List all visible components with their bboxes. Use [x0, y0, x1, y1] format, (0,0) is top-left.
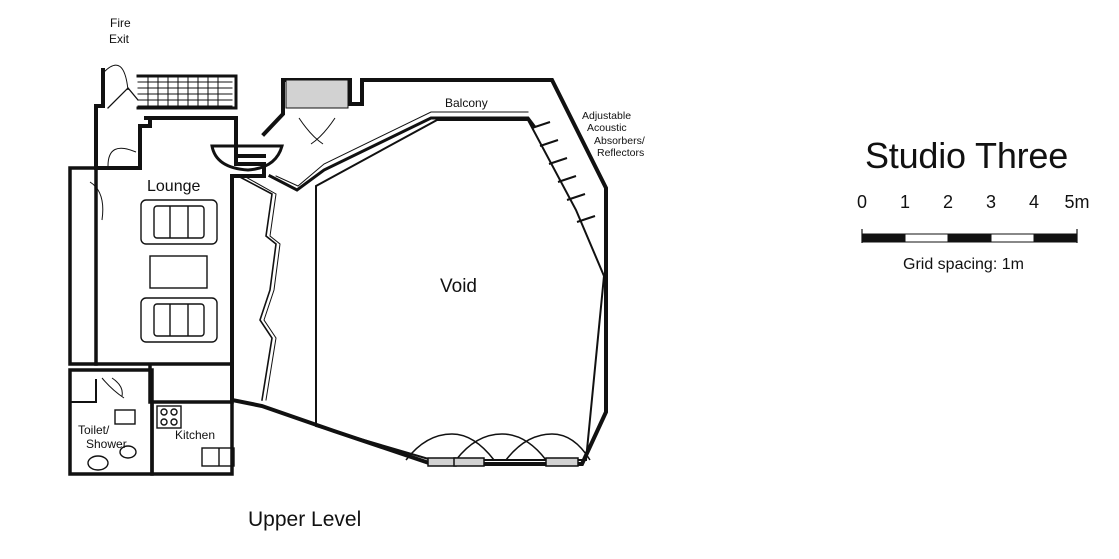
balcony-label: Balcony	[445, 96, 488, 110]
fire-exit-label-line1: Fire	[110, 16, 131, 30]
stair-enclosure	[136, 74, 238, 110]
balcony-rail	[267, 116, 537, 192]
bay-step-1	[427, 457, 457, 467]
balcony-rail-inner	[275, 111, 529, 187]
bay-step-2	[453, 457, 485, 467]
toilet-basin	[87, 455, 109, 471]
acoustic-panel-2	[539, 139, 559, 147]
stair-landing-lines	[107, 87, 139, 109]
inner-corridor	[94, 116, 266, 178]
bay-arc-3	[505, 433, 591, 461]
scale-label-3: 3	[985, 192, 996, 212]
toilet-inner-wall	[69, 379, 97, 403]
stage-bowl	[210, 144, 284, 172]
kitchen-stove	[156, 405, 182, 429]
landing-area	[285, 79, 349, 109]
zigzag-divider-inner	[243, 175, 281, 401]
stove-ring-2	[170, 408, 178, 416]
zigzag-divider	[236, 174, 277, 401]
acoustic-label-line4: Reflectors	[597, 147, 645, 159]
bay-arc-1	[405, 433, 495, 461]
lounge-north-wall	[94, 68, 266, 170]
acoustic-panel-5	[566, 193, 586, 201]
kitchen-sink	[201, 447, 235, 467]
toilet-shower-label-line1: Toilet/	[78, 423, 110, 437]
toilet-shower-label-line2: Shower	[86, 437, 127, 451]
acoustic-panel-4	[557, 175, 577, 183]
scale-bar	[861, 229, 1078, 243]
door-swing-toilet	[101, 377, 125, 399]
door-swing-lounge	[89, 147, 137, 221]
grid-spacing-label: Grid spacing: 1m	[903, 256, 1024, 273]
studio-title: Studio Three	[865, 135, 1069, 176]
acoustic-label-line2: Acoustic	[587, 122, 627, 134]
scale-label-4: 4	[1028, 192, 1039, 212]
kitchen-room	[150, 400, 234, 476]
kitchen-label: Kitchen	[175, 428, 216, 442]
scale-label-1: 1	[899, 192, 910, 212]
acoustic-label-line3: Absorbers/	[594, 135, 645, 147]
acoustic-panel-1	[531, 121, 551, 129]
lounge-sofa-top	[140, 199, 218, 245]
acoustic-panel-3	[548, 157, 568, 165]
scale-segment-4-5	[1033, 233, 1078, 243]
fire-exit-label-line2: Exit	[109, 32, 130, 46]
lounge-bottom-wall	[94, 362, 234, 404]
scale-label-5: 5m	[1064, 192, 1090, 212]
toilet-tank	[114, 409, 136, 425]
stove-ring-4	[170, 418, 178, 426]
stair-treads	[137, 75, 233, 109]
lounge-sofa-bottom-inner	[153, 303, 205, 337]
void-label: Void	[440, 276, 477, 297]
studio-outer-wall	[230, 78, 608, 466]
shower-basin	[119, 445, 137, 459]
bay-step-3	[545, 457, 579, 467]
lounge-sofa-bottom	[140, 297, 218, 343]
void-edge	[315, 119, 606, 461]
scale-segment-0-1	[861, 233, 906, 243]
acoustic-panel-6	[576, 215, 596, 223]
scale-segment-3-4	[990, 233, 1035, 243]
toilet-room	[68, 368, 154, 476]
scale-segment-1-2	[904, 233, 949, 243]
scale-label-2: 2	[942, 192, 953, 212]
stove-ring-3	[160, 418, 168, 426]
west-wall	[68, 166, 98, 366]
lounge-label: Lounge	[147, 178, 201, 195]
bay-arc-2	[455, 433, 547, 461]
scale-segment-2-3	[947, 233, 992, 243]
door-swing-main	[298, 117, 336, 145]
stove-ring-1	[160, 408, 168, 416]
acoustic-label-line1: Adjustable	[582, 110, 632, 122]
lounge-sofa-top-inner	[153, 205, 205, 239]
coffee-table	[149, 255, 208, 289]
scale-label-0: 0	[856, 192, 867, 212]
door-swing-fire	[103, 64, 129, 91]
upper-level-caption: Upper Level	[248, 508, 362, 531]
